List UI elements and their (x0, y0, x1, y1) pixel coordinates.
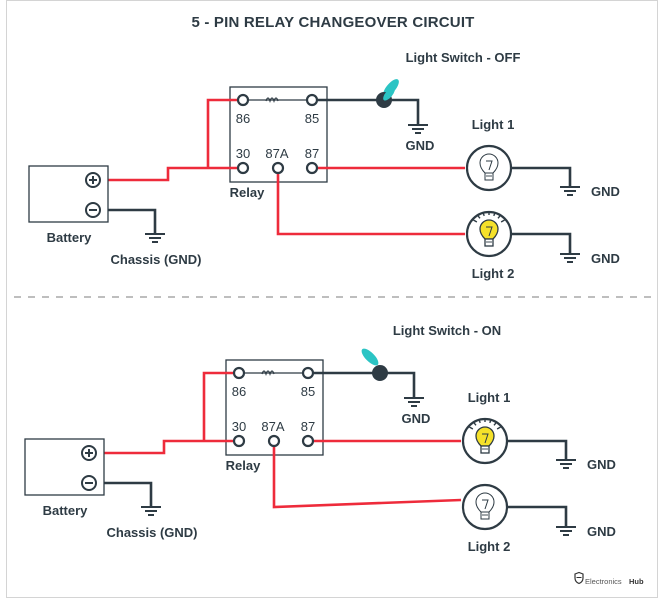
wire-light2-ground (512, 232, 572, 253)
battery-label: Battery (43, 503, 89, 518)
battery-positive-icon (85, 172, 101, 188)
battery-negative-icon (81, 475, 97, 491)
chassis-ground-icon (141, 506, 161, 516)
wire-battery-negative (98, 481, 153, 506)
pin-85 (301, 366, 315, 380)
shield-icon (574, 571, 584, 585)
light-2-bulb (461, 483, 509, 531)
light-1-label: Light 1 (472, 117, 515, 132)
battery-positive-icon (81, 445, 97, 461)
watermark: Electronics Hub (574, 571, 644, 586)
pin-86-label: 86 (236, 111, 250, 126)
pin-87 (305, 161, 319, 175)
pin-30-label: 30 (232, 419, 246, 434)
wire-battery-to-pin30 (104, 166, 238, 182)
chassis-label: Chassis (GND) (110, 252, 201, 267)
switch-gnd-label: GND (402, 411, 431, 426)
pin-86 (236, 93, 250, 107)
light-1-gnd-label: GND (591, 184, 620, 199)
unlit-bulb-icon (475, 492, 495, 520)
light1-ground-icon (556, 459, 576, 469)
switch-label: Light Switch - OFF (406, 50, 521, 65)
pin-85 (305, 93, 319, 107)
pin-87a-label: 87A (261, 419, 284, 434)
light-1-gnd-label: GND (587, 457, 616, 472)
toggle-switch-on-icon (361, 348, 388, 381)
light-2-gnd-label: GND (587, 524, 616, 539)
pin-30 (236, 161, 250, 175)
lit-bulb-icon (479, 219, 499, 247)
battery-negative-icon (85, 202, 101, 218)
pin-30 (232, 434, 246, 448)
wire-to-pin86 (202, 371, 234, 441)
light-rays (469, 418, 501, 430)
chassis-label: Chassis (GND) (106, 525, 197, 540)
wire-light1-ground (508, 439, 568, 459)
light1-ground-icon (560, 186, 580, 196)
light-rays (473, 211, 505, 223)
light-2-label: Light 2 (472, 266, 515, 281)
wire-battery-negative (102, 208, 157, 233)
pin-87-label: 87 (305, 146, 319, 161)
pin-86 (232, 366, 246, 380)
switch-label: Light Switch - ON (393, 323, 501, 338)
battery-label: Battery (47, 230, 93, 245)
lit-bulb-icon (475, 426, 495, 454)
chassis-ground-icon (145, 233, 165, 243)
diagram-title: 5 - PIN RELAY CHANGEOVER CIRCUIT (191, 14, 474, 31)
watermark-brand: Electronics (585, 577, 622, 586)
pin-30-label: 30 (236, 146, 250, 161)
coil-icon (265, 97, 279, 104)
light-2-bulb (465, 210, 513, 258)
coil-icon (261, 370, 275, 377)
wire-pin87a-to-light2 (276, 173, 465, 236)
pin-86-label: 86 (232, 384, 246, 399)
light-1-label: Light 1 (468, 390, 511, 405)
unlit-bulb-icon (479, 153, 499, 181)
pin-87a-label: 87A (265, 146, 288, 161)
wire-to-pin86 (206, 98, 238, 168)
relay-label: Relay (226, 458, 261, 473)
light-2-label: Light 2 (468, 539, 511, 554)
wire-pin85-to-switch (314, 371, 416, 397)
wire-pin85-to-switch (318, 98, 420, 124)
light-1-bulb (461, 417, 509, 465)
pin-87a (267, 434, 281, 448)
switch-ground-icon (408, 124, 428, 134)
wire-light2-ground (508, 505, 568, 526)
pin-85-label: 85 (305, 111, 319, 126)
wire-pin87a-to-light2 (272, 446, 462, 509)
pin-87a (271, 161, 285, 175)
pin-85-label: 85 (301, 384, 315, 399)
light2-ground-icon (560, 253, 580, 263)
switch-ground-icon (404, 397, 424, 407)
light-2-gnd-label: GND (591, 251, 620, 266)
wire-light1-ground (512, 166, 572, 186)
pin-87-label: 87 (301, 419, 315, 434)
light2-ground-icon (556, 526, 576, 536)
wire-battery-to-pin30 (100, 439, 234, 455)
toggle-switch-off-icon (376, 79, 399, 108)
switch-gnd-label: GND (406, 138, 435, 153)
relay-label: Relay (230, 185, 265, 200)
diagram-frame (6, 0, 658, 598)
watermark-brand-bold: Hub (629, 577, 644, 586)
pin-87 (301, 434, 315, 448)
light-1-bulb (465, 144, 513, 192)
